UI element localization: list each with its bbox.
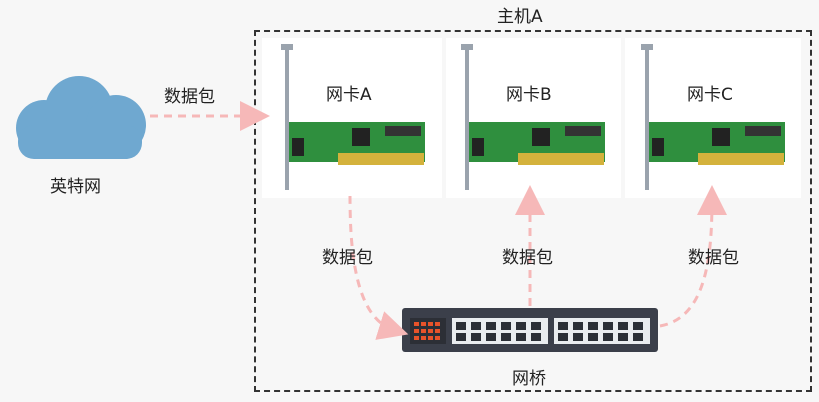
cloud-icon bbox=[16, 76, 146, 159]
nic-panel-c bbox=[625, 38, 801, 198]
packet-label-internet: 数据包 bbox=[164, 87, 215, 107]
network-card-a-icon bbox=[281, 44, 425, 190]
network-card-c-icon bbox=[641, 44, 785, 190]
network-card-b-icon bbox=[461, 44, 605, 190]
nic-b-label: 网卡B bbox=[506, 85, 552, 105]
bridge-label: 网桥 bbox=[512, 369, 546, 389]
packet-label-nic-a: 数据包 bbox=[322, 248, 373, 268]
nic-a-label: 网卡A bbox=[326, 85, 372, 105]
arrow-nic-a-to-bridge bbox=[348, 195, 409, 340]
packet-label-nic-b: 数据包 bbox=[502, 248, 553, 268]
internet-cloud bbox=[4, 70, 154, 162]
nic-c-label: 网卡C bbox=[687, 85, 733, 105]
packet-label-nic-c: 数据包 bbox=[688, 248, 739, 268]
host-title: 主机A bbox=[497, 7, 543, 27]
nic-panel-a bbox=[262, 38, 442, 198]
bridge-switch-icon bbox=[402, 308, 658, 352]
nic-panel-b bbox=[446, 38, 621, 198]
internet-label: 英特网 bbox=[50, 177, 101, 197]
host-box bbox=[254, 30, 812, 392]
arrow-bridge-to-nic-c bbox=[659, 185, 727, 328]
